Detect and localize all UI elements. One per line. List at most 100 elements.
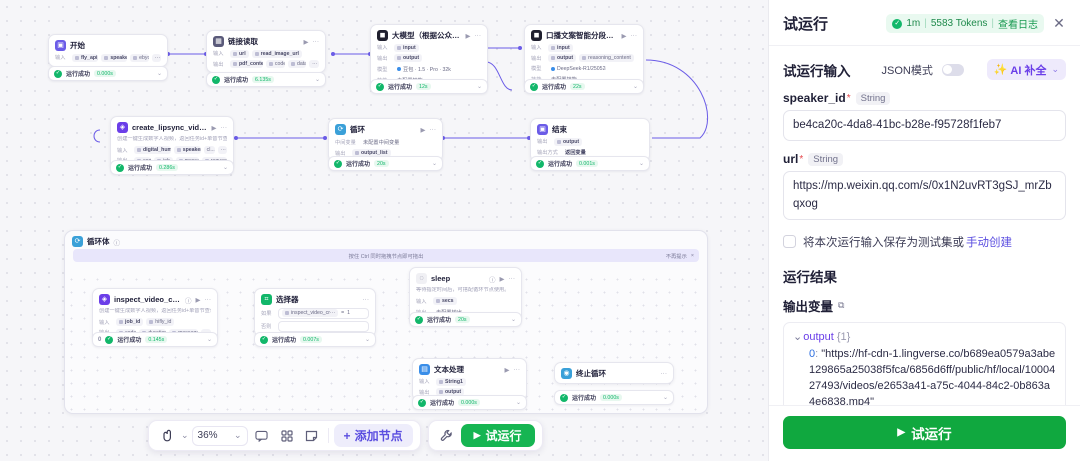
- play-icon[interactable]: ▶: [621, 32, 627, 40]
- chevron-down-icon[interactable]: ⌄: [1051, 64, 1059, 74]
- cursor-caret-icon[interactable]: ⌄: [181, 430, 189, 440]
- loop-body-header: ⟳ 循环体 ⓘ: [65, 231, 707, 251]
- status-time: 22s: [570, 83, 585, 90]
- node-status-selector[interactable]: ✓ 运行成功 0.007s ⌄: [254, 332, 376, 347]
- node-start[interactable]: ▣ 开始 输入 fly_api_key speaker_id ebyc... ·…: [48, 34, 168, 67]
- play-icon[interactable]: ▶: [211, 124, 217, 132]
- io-chip: fly_api_key: [72, 53, 99, 62]
- more-icon[interactable]: ···: [474, 32, 482, 39]
- node-script-splitter[interactable]: ◼ 口播文案智能分段大师 ▶ ··· 输入 input 输出 output re…: [524, 24, 644, 89]
- io-label: 输出: [537, 139, 548, 145]
- io-label: 输入: [117, 147, 128, 154]
- chevron-down-icon[interactable]: ⌄: [364, 337, 370, 343]
- more-icon[interactable]: ···: [429, 126, 437, 133]
- zoom-control[interactable]: 36% ⌄: [191, 425, 248, 446]
- grid-icon[interactable]: [276, 425, 298, 447]
- view-log-link[interactable]: 查看日志: [998, 20, 1038, 31]
- node-selector[interactable]: ⌗ 选择器 ··· 如果 inspect_video_cr··· = 1 否则: [254, 288, 376, 337]
- node-status-sleep[interactable]: ✓ 运行成功 20s ⌄: [409, 312, 522, 327]
- cursor-icon[interactable]: [156, 425, 178, 447]
- ai-autofill-button[interactable]: ✨ AI 补全 ⌄: [986, 59, 1066, 80]
- more-icon[interactable]: ···: [362, 296, 370, 303]
- io-more[interactable]: ···: [151, 53, 161, 62]
- speaker-id-input[interactable]: be4ca20c-4da8-41bc-b28e-f95728f1feb7: [783, 110, 1066, 142]
- node-status-end[interactable]: ✓ 运行成功 0.001s ⌄: [530, 156, 650, 171]
- chevron-down-icon[interactable]: ⌄: [510, 317, 516, 323]
- node-status-llm-wechat[interactable]: ✓ 运行成功 12s ⌄: [370, 79, 488, 94]
- node-break-loop[interactable]: ◉ 终止循环 ···: [554, 362, 674, 384]
- if-condition-field[interactable]: inspect_video_cr··· = 1: [278, 307, 369, 319]
- wrench-icon[interactable]: [436, 425, 458, 447]
- io-more[interactable]: ···: [309, 60, 319, 68]
- more-icon[interactable]: ···: [630, 32, 638, 39]
- chevron-down-icon[interactable]: ⌄: [515, 400, 521, 406]
- play-icon[interactable]: ▶: [465, 32, 471, 40]
- else-field[interactable]: [278, 321, 369, 332]
- copy-icon[interactable]: ⧉: [838, 299, 845, 310]
- play-icon[interactable]: ▶: [504, 366, 510, 374]
- play-icon[interactable]: ▶: [303, 38, 309, 46]
- save-testset-label: 将本次运行输入保存为测试集或: [803, 236, 964, 249]
- chevron-down-icon[interactable]: ⌄: [156, 71, 162, 77]
- more-icon[interactable]: ···: [312, 38, 320, 45]
- close-icon[interactable]: ✕: [1053, 15, 1065, 31]
- canvas-toolbar[interactable]: ⌄ 36% ⌄ + 添加节点: [148, 420, 543, 451]
- chevron-down-icon[interactable]: ⌄: [206, 337, 212, 343]
- comment-icon[interactable]: [251, 425, 273, 447]
- io-more[interactable]: ···: [217, 146, 227, 155]
- more-icon[interactable]: ···: [508, 275, 516, 282]
- banner-dismiss[interactable]: 不再提示: [665, 253, 687, 260]
- chevron-down-icon[interactable]: ⌄: [638, 161, 644, 167]
- output-key-row[interactable]: ⌄output {1}: [793, 330, 1056, 343]
- chevron-down-icon[interactable]: ⌄: [632, 84, 638, 90]
- chevron-down-icon[interactable]: ⌄: [222, 165, 228, 171]
- more-icon[interactable]: ···: [660, 370, 668, 377]
- node-loop[interactable]: ⟳ 循环 ▶ ··· 中间变量 未配置中间变量 输出 output_list: [328, 118, 443, 162]
- chevron-down-icon[interactable]: ⌄: [234, 430, 242, 440]
- url-input[interactable]: https://mp.weixin.qq.com/s/0x1N2uvRT3gSJ…: [783, 171, 1066, 220]
- chevron-down-icon[interactable]: ⌄: [314, 77, 320, 83]
- node-status-start[interactable]: ✓ 运行成功 0.000s ⌄: [48, 66, 168, 81]
- run-test-label: 试运行: [485, 429, 522, 443]
- node-link-reader[interactable]: ▦ 链接读取 ▶ ··· 输入 url read_image_url 输出 pd…: [206, 30, 326, 73]
- add-node-button[interactable]: + 添加节点: [333, 424, 413, 447]
- chevron-down-icon[interactable]: ⌄: [793, 330, 803, 343]
- node-status-break-loop[interactable]: ✓ 运行成功 0.000s ⌄: [554, 390, 674, 405]
- node-status-text-process[interactable]: ✓ 运行成功 0.000s ⌄: [412, 395, 527, 410]
- more-icon[interactable]: ···: [204, 296, 212, 303]
- more-icon[interactable]: ···: [220, 124, 228, 131]
- info-icon[interactable]: ⓘ: [185, 297, 192, 305]
- play-icon[interactable]: ▶: [195, 296, 201, 304]
- node-status-create-lipsync-video2[interactable]: ✓ 运行成功 0.286s ⌄: [110, 160, 234, 175]
- node-end[interactable]: ▣ 结束 输出 output 输出方式 返回变量: [530, 118, 650, 162]
- node-status-link-reader[interactable]: ✓ 运行成功 6.135s ⌄: [206, 72, 326, 87]
- json-mode-toggle[interactable]: [941, 63, 964, 76]
- info-icon[interactable]: ⓘ: [113, 239, 121, 247]
- panel-run-button[interactable]: ▶ 试运行: [783, 416, 1066, 449]
- model-chip: DeepSeek-R1/250528: [548, 65, 606, 73]
- save-testset-checkbox[interactable]: [783, 235, 796, 249]
- chevron-down-icon[interactable]: ⌄: [431, 161, 437, 167]
- test-run-panel[interactable]: 试运行 ✓ 1m | 5583 Tokens | 查看日志 ✕ 试运行输入 JS…: [768, 0, 1080, 461]
- info-icon[interactable]: ⓘ: [489, 276, 496, 284]
- node-io-row: 输入 input: [377, 43, 481, 52]
- io-chip: speaker_id: [173, 146, 201, 155]
- chevron-down-icon[interactable]: ⌄: [476, 84, 482, 90]
- node-status-script-splitter[interactable]: ✓ 运行成功 22s ⌄: [524, 79, 644, 94]
- play-icon[interactable]: ▶: [499, 275, 505, 283]
- manual-create-link[interactable]: 手动创建: [966, 236, 1012, 249]
- chevron-down-icon[interactable]: ⌄: [662, 395, 668, 401]
- node-text-process[interactable]: ▤ 文本处理 ▶ ··· 输入 String1 输出 output: [412, 358, 527, 401]
- node-status-loop[interactable]: ✓ 运行成功 20s ⌄: [328, 156, 443, 171]
- output-json-viewer[interactable]: ⌄output {1} 0: "https://hf-cdn-1.lingver…: [783, 321, 1066, 405]
- close-icon[interactable]: ×: [690, 252, 694, 259]
- success-icon: ✓: [116, 163, 124, 172]
- play-icon[interactable]: ▶: [420, 126, 426, 134]
- io-chip: hifly_id: [146, 318, 175, 327]
- node-title: 结束: [552, 125, 567, 134]
- node-status-inspect-video-creation[interactable]: 0 ✓ 运行成功 0.145s ⌄: [92, 332, 218, 347]
- more-icon[interactable]: ···: [513, 366, 521, 373]
- run-test-button[interactable]: ▶ 试运行: [460, 424, 535, 447]
- note-icon[interactable]: [301, 425, 323, 447]
- workflow-canvas[interactable]: ▣ 开始 输入 fly_api_key speaker_id ebyc... ·…: [0, 0, 768, 461]
